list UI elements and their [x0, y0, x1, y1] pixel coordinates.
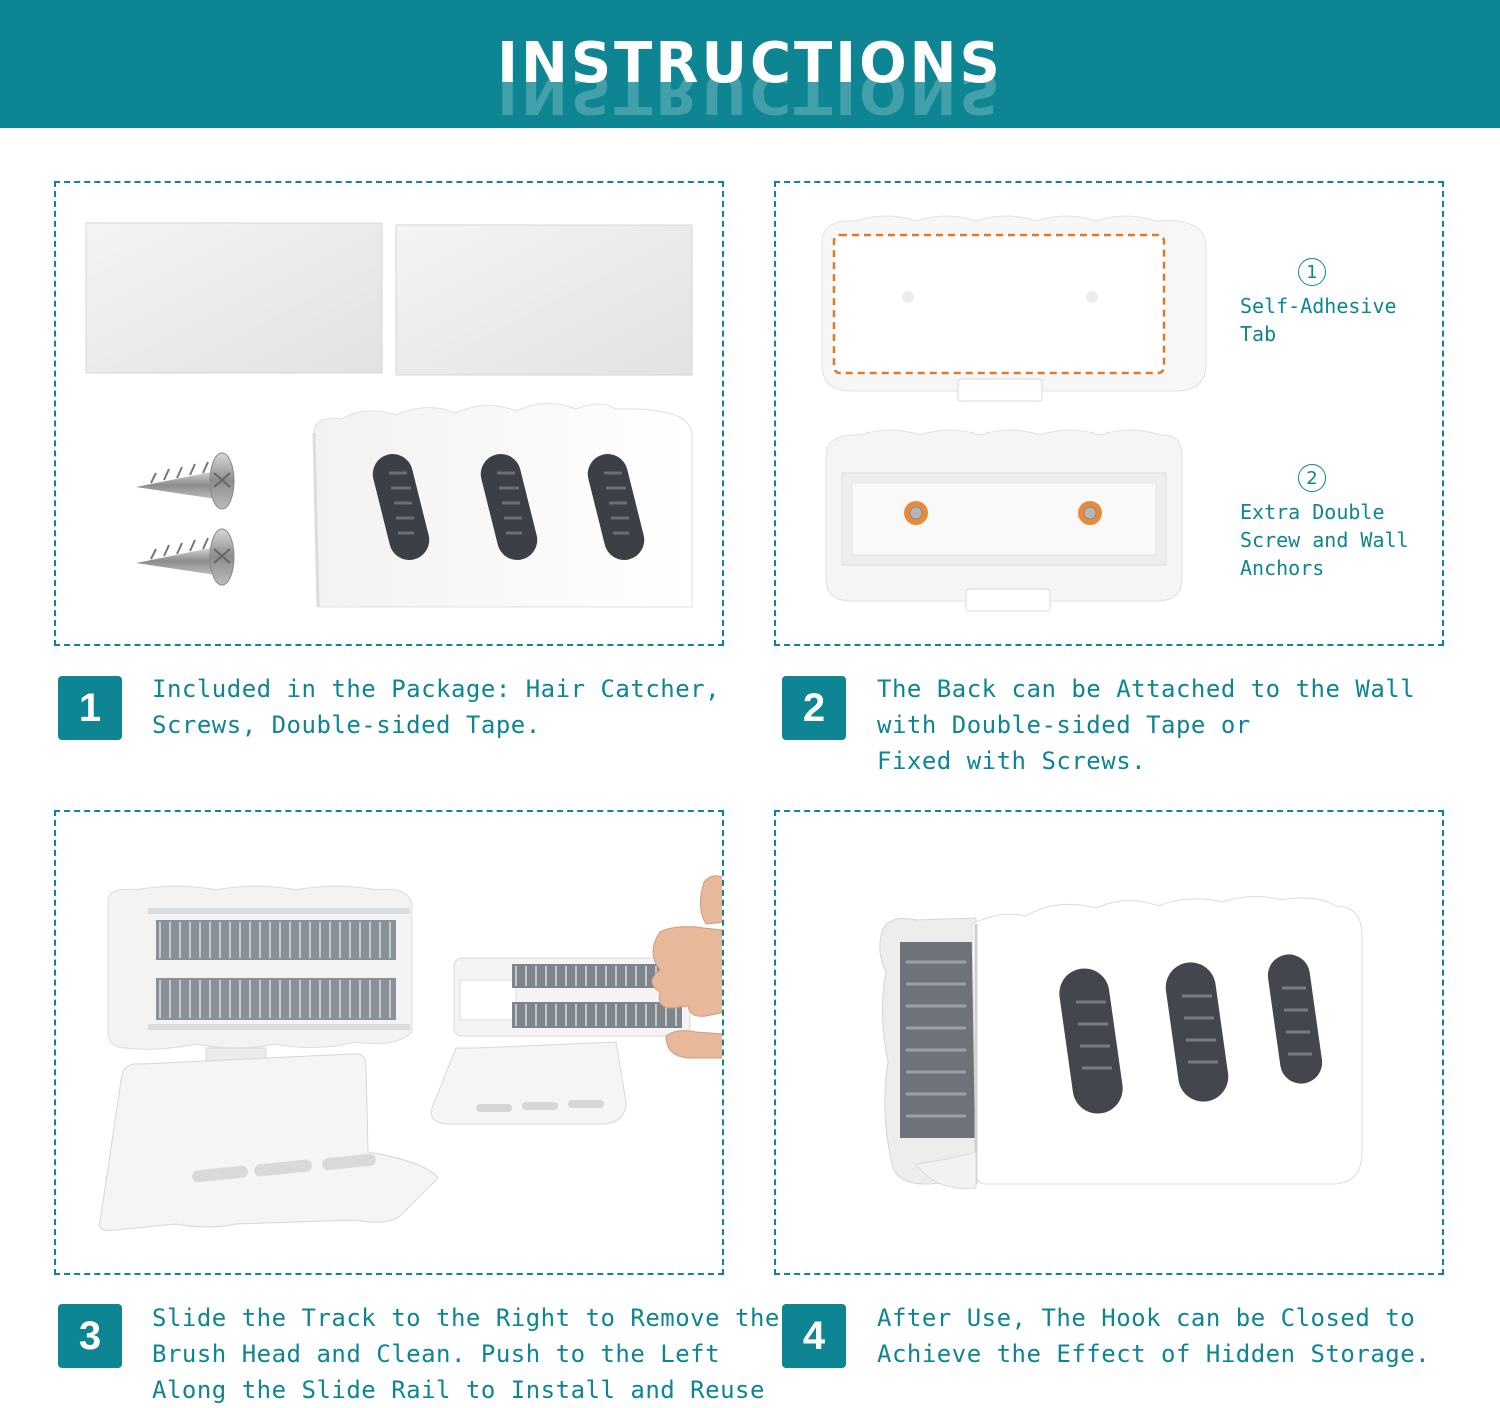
closed-hook-illustration	[879, 896, 1363, 1189]
step-number-badge: 3	[58, 1304, 122, 1368]
back-plate-illustration	[821, 215, 1207, 612]
step-1-description: Included in the Package: Hair Catcher, S…	[152, 675, 721, 739]
header-banner: INSTRUCTIONS INSTRUCTIONS	[0, 0, 1500, 128]
small-hook-tray	[430, 1041, 627, 1125]
label-number: 2	[1298, 464, 1326, 492]
slide-track-illustration	[98, 875, 722, 1231]
adhesive-plate	[821, 215, 1207, 402]
open-hook-tray	[98, 1053, 439, 1231]
step-number-badge: 4	[782, 1304, 846, 1368]
page-title: INSTRUCTIONS	[497, 31, 1003, 96]
sliding-brush-module	[453, 957, 691, 1037]
hand-icon	[651, 875, 722, 1059]
step-2-description: The Back can be Attached to the Wall wit…	[877, 675, 1416, 775]
page-title-reflection: INSTRUCTIONS	[497, 78, 1003, 124]
hair-catcher-icon	[312, 403, 693, 608]
panel-package-contents	[54, 181, 724, 646]
label-number: 1	[1298, 258, 1326, 286]
open-hair-catcher	[107, 885, 413, 1067]
panel-closed-hook	[774, 810, 1444, 1275]
label-self-adhesive-tab: Self-Adhesive Tab	[1240, 294, 1397, 346]
package-contents-illustration	[85, 222, 693, 608]
tape-strip-right	[395, 224, 693, 376]
step-3-description: Slide the Track to the Right to Remove t…	[152, 1304, 780, 1404]
step-4-description: After Use, The Hook can be Closed to Ach…	[877, 1304, 1431, 1368]
step-number-badge: 1	[58, 676, 122, 740]
screw-icon	[136, 452, 235, 510]
screw-icon	[136, 528, 235, 586]
panel-back-attachment: 1 Self-Adhesive Tab 2 Extra Double Screw…	[774, 181, 1444, 646]
screw-plate	[825, 429, 1183, 612]
panel-slide-track	[54, 810, 724, 1275]
step-number-badge: 2	[782, 676, 846, 740]
label-screw-anchors: Extra Double Screw and Wall Anchors	[1240, 500, 1409, 580]
tape-strip-left	[85, 222, 383, 374]
closed-hair-catcher	[879, 896, 1363, 1189]
